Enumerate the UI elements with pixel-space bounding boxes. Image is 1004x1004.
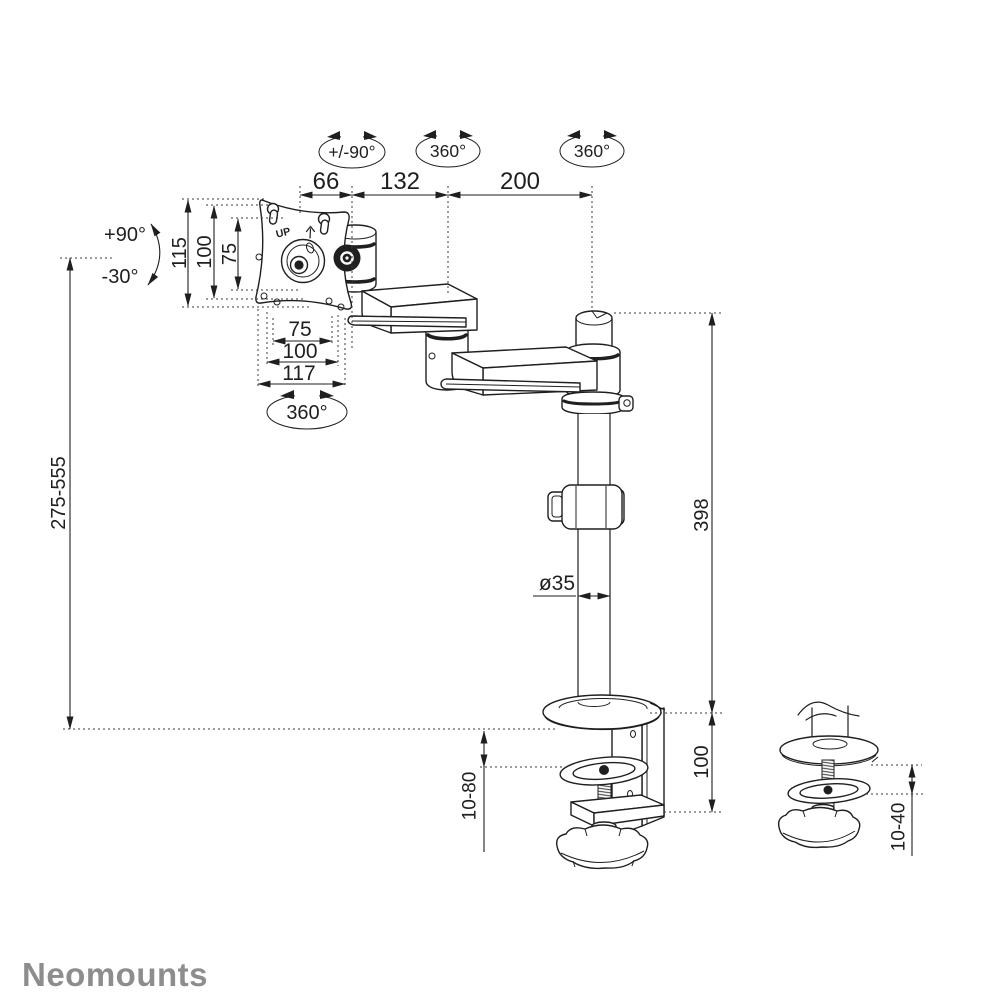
dim-vesa-v100: 100 — [194, 235, 216, 268]
dim-vesa-h100: 100 — [282, 340, 317, 363]
dim-vesa-v75: 75 — [219, 243, 241, 265]
pivot-ball — [333, 244, 361, 272]
dim-vesa-h75: 75 — [288, 318, 311, 341]
label-tilt-down: -30° — [102, 266, 139, 288]
dim-height-range: 275-555 — [48, 456, 70, 529]
cable-clip — [547, 484, 625, 530]
brand-logo: Neomounts — [22, 956, 208, 993]
rotation-symbols — [266, 130, 625, 430]
reference-lines — [60, 186, 923, 813]
dim-front-offset: 66 — [313, 168, 340, 195]
label-tilt-up: +90° — [104, 224, 146, 246]
tilt-arc — [147, 223, 161, 286]
grommet-mount-detail — [777, 701, 879, 849]
plate-hub — [280, 238, 326, 284]
clamp-knob — [556, 821, 649, 870]
up-marking: UP — [275, 226, 292, 241]
pole-flange-ring — [561, 391, 634, 415]
dim-pole-length: 398 — [691, 498, 713, 531]
label-rotate-mid: 360° — [430, 141, 466, 161]
lower-arm — [440, 346, 598, 396]
dim-plate-height: 115 — [169, 237, 191, 269]
tube-break-line — [797, 701, 860, 717]
rotation-symbol-mid — [415, 130, 481, 168]
pole-tube — [577, 413, 611, 707]
label-rotate-pole: 360° — [574, 141, 610, 161]
dim-grommet-range: 10-40 — [889, 803, 910, 852]
dim-pole-diameter: ø35 — [539, 572, 575, 595]
vesa-plate: UP — [255, 199, 353, 311]
dim-clamp-range: 10-80 — [460, 772, 481, 821]
up-arrow-icon — [305, 225, 316, 239]
dimension-lines — [66, 191, 916, 856]
monitor-arm-illustration: UP — [255, 199, 879, 870]
desk-base — [542, 694, 666, 731]
keyhole-slots — [266, 202, 331, 235]
label-swivel-front: +/-90° — [328, 142, 375, 162]
dim-plate-width: 117 — [282, 362, 315, 385]
label-rotate-vesa: 360° — [286, 402, 327, 424]
clamp-pad-ring — [559, 756, 649, 786]
dimension-labels: +/-90° 360° 360° 360° +90° -30° 66 132 2… — [48, 141, 910, 851]
clamp-lower-jaw — [570, 794, 665, 827]
dim-bracket-height: 100 — [691, 745, 713, 778]
rotation-symbol-vesa — [266, 390, 348, 430]
rotation-symbol-pole — [559, 130, 625, 168]
rotation-symbol-swivel — [318, 131, 386, 169]
dim-rear-arm: 200 — [500, 168, 540, 195]
dim-mid-arm: 132 — [380, 168, 420, 195]
mounting-holes — [255, 253, 345, 311]
upper-arm — [347, 283, 478, 334]
